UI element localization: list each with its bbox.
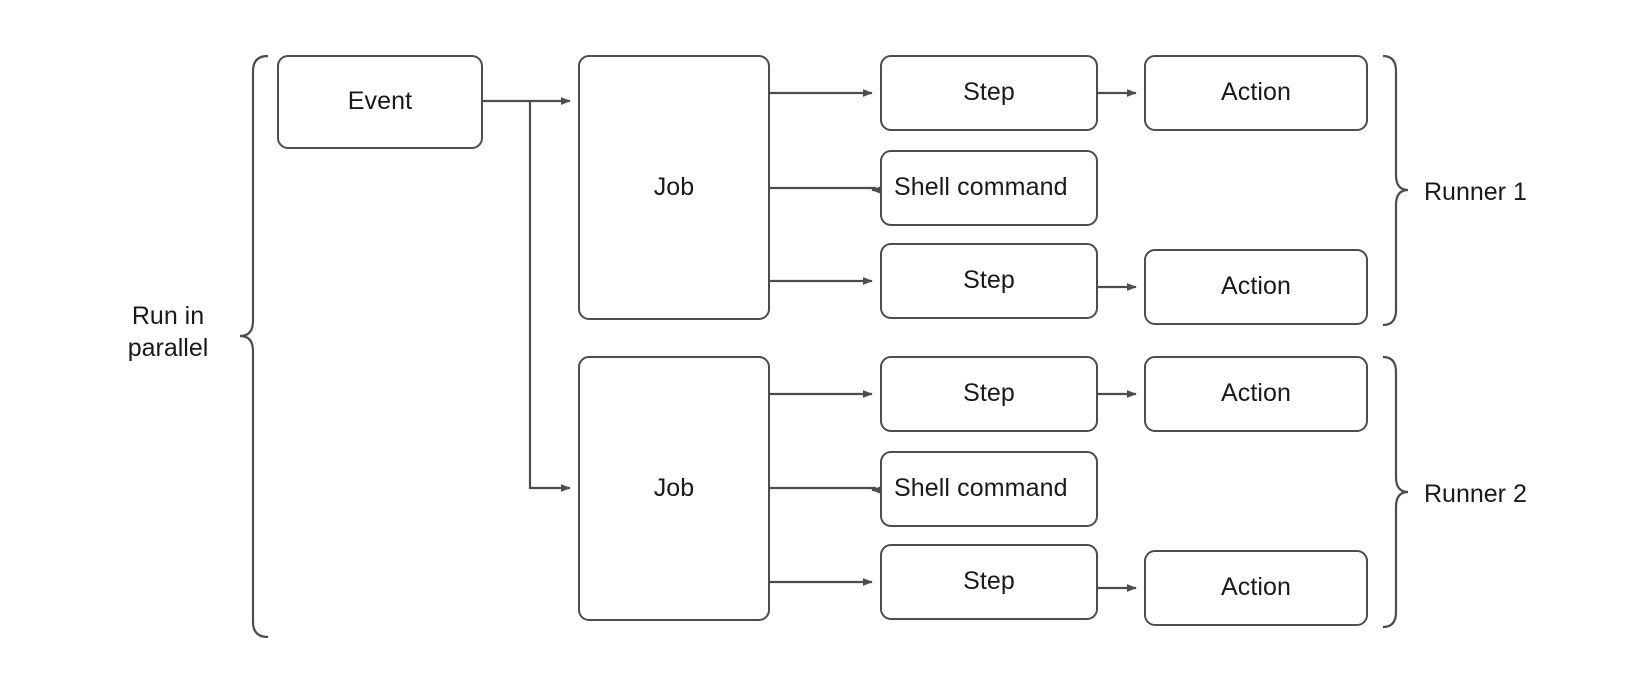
node-shell-command-r1[interactable]: Shell command <box>880 150 1098 226</box>
wire-event-to-job-2 <box>528 101 571 492</box>
brace-runner-2 <box>1382 355 1409 629</box>
brace-runner-1 <box>1382 54 1409 327</box>
label-run-in-parallel: Run in parallel <box>127 302 209 362</box>
node-action-r1-row1[interactable]: Action <box>1144 55 1368 131</box>
node-action-r1-row3[interactable]: Action <box>1144 249 1368 325</box>
wire-job2-row2 <box>770 486 882 494</box>
node-event[interactable]: Event <box>277 55 483 149</box>
node-action-r2-row3[interactable]: Action <box>1144 550 1368 626</box>
node-step-r2-row3[interactable]: Step <box>880 544 1098 620</box>
brace-run-in-parallel <box>239 54 269 639</box>
wire-job1-row2 <box>770 186 882 194</box>
node-job-runner-1[interactable]: Job <box>578 55 770 320</box>
label-runner-2: Runner 2 <box>1424 480 1527 508</box>
node-step-r2-row1[interactable]: Step <box>880 356 1098 432</box>
node-action-r2-row1[interactable]: Action <box>1144 356 1368 432</box>
node-step-r1-row1[interactable]: Step <box>880 55 1098 131</box>
label-runner-1: Runner 1 <box>1424 178 1527 206</box>
node-shell-command-r2[interactable]: Shell command <box>880 451 1098 527</box>
node-job-runner-2[interactable]: Job <box>578 356 770 621</box>
node-step-r1-row3[interactable]: Step <box>880 243 1098 319</box>
